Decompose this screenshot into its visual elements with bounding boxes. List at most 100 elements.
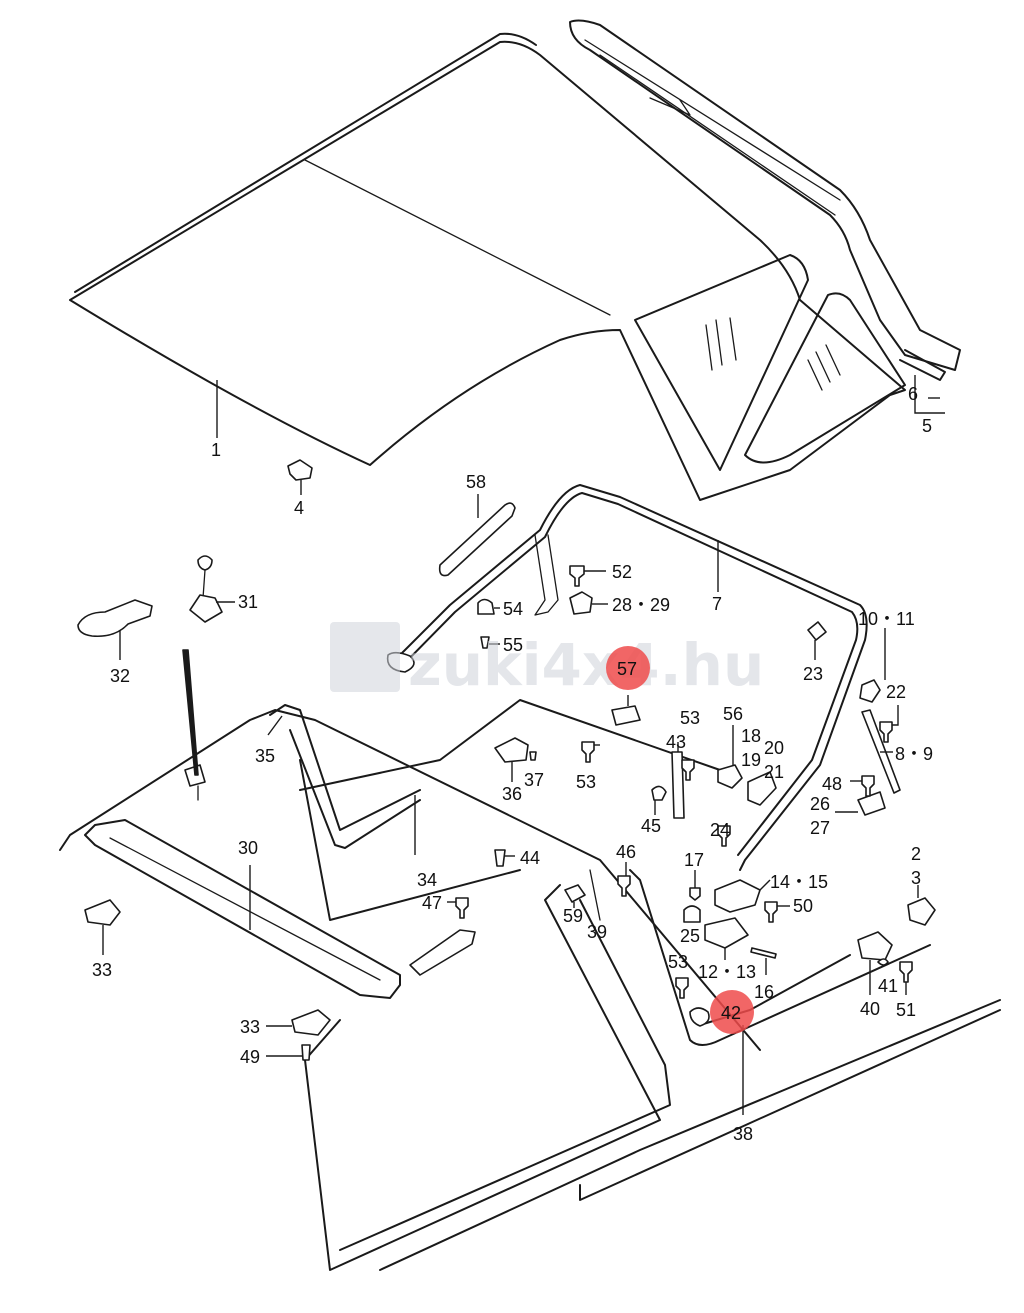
label-18: 18 [741,726,761,746]
label-39: 39 [587,922,607,942]
clip-part-4 [287,459,313,481]
label-21: 21 [764,762,784,782]
cap-part-25 [683,905,701,923]
label-52: 52 [612,562,632,582]
label-43: 43 [666,732,686,752]
label-50: 50 [793,896,813,916]
label-42: 42 [721,1003,741,1023]
screw-part-44 [494,849,506,867]
label-30: 30 [238,838,258,858]
strap-part-31 [189,555,223,623]
label-49: 49 [240,1047,260,1067]
label-26: 26 [810,794,830,814]
label-28-29: 28・29 [612,595,670,615]
screw-part-51 [899,961,913,983]
label-53c: 53 [668,952,688,972]
label-45: 45 [641,816,661,836]
bracket-part-57 [611,705,641,726]
label-53a: 53 [576,772,596,792]
label-3: 3 [911,868,921,888]
label-54: 54 [503,599,523,619]
label-33b: 33 [240,1017,260,1037]
latch-part-36 [494,737,529,763]
label-5: 5 [922,416,932,436]
screw-part-53c [675,977,689,999]
cap-part-45 [651,785,667,801]
label-53b: 53 [680,708,700,728]
label-1: 1 [211,440,221,460]
bracket-part-2-3 [907,897,936,926]
bracket-part-14-15 [714,879,761,913]
label-33a: 33 [92,960,112,980]
screw-part-53b [681,759,695,781]
screw-part-50 [764,901,778,923]
label-57: 57 [617,659,637,679]
label-16: 16 [754,982,774,1002]
cover-part-59 [564,884,586,903]
screw-part-46 [617,875,631,897]
screw-part-37 [529,751,537,761]
label-8-9: 8・9 [895,744,933,764]
clip-part-33b [291,1009,331,1036]
label-34: 34 [417,870,437,890]
label-12-13: 12・13 [698,962,756,982]
label-7: 7 [712,594,722,614]
label-19: 19 [741,750,761,770]
bracket-part-18-21 [747,771,777,806]
label-51: 51 [896,1000,916,1020]
latch-part-40 [857,931,893,961]
label-56: 56 [723,704,743,724]
label-55: 55 [503,635,523,655]
pin-part-16 [750,947,777,959]
highlight-marker-57[interactable] [606,646,650,690]
label-38: 38 [733,1124,753,1144]
label-48: 48 [822,774,842,794]
label-4: 4 [294,498,304,518]
part-labels: 1 2 3 4 5 6 7 8・9 10・11 12・13 14・15 16 1… [92,384,933,1144]
antenna-mast [182,649,199,776]
label-35: 35 [255,746,275,766]
screw-part-47 [455,897,469,919]
clip-part-33a [84,899,121,926]
label-2: 2 [911,844,921,864]
label-41: 41 [878,976,898,996]
label-58: 58 [466,472,486,492]
label-44: 44 [520,848,540,868]
clip-part-42 [689,1007,710,1027]
svg-text:zuki4x4.hu: zuki4x4.hu [408,631,764,699]
bracket-part-28-29 [569,591,593,615]
washer-part-41 [877,958,889,966]
clip-part-23 [807,621,827,641]
label-31: 31 [238,592,258,612]
screw-part-49 [301,1044,311,1061]
label-27: 27 [810,818,830,838]
label-37: 37 [524,770,544,790]
label-22: 22 [886,682,906,702]
screw-part-53a [581,741,595,763]
label-47: 47 [422,893,442,913]
label-20: 20 [764,738,784,758]
clip-part-56 [717,764,743,789]
label-59: 59 [563,906,583,926]
label-36: 36 [502,784,522,804]
bracket-part-26-27 [857,791,886,816]
label-17: 17 [684,850,704,870]
cap-part-54 [477,598,495,615]
clip-part-55 [480,636,490,649]
side-body [299,699,1001,1271]
roof-panel [69,19,961,501]
screw-part-48 [861,775,875,797]
label-46: 46 [616,842,636,862]
screw-part-52 [569,565,585,587]
grip-part-58 [438,502,516,577]
label-23: 23 [803,664,823,684]
screw-part-22 [879,721,893,743]
rear-frame-part-30 [59,704,761,1051]
label-10-11: 10・11 [858,609,915,629]
label-6: 6 [908,384,918,404]
screw-part-24 [717,825,731,847]
highlight-marker-42[interactable] [710,990,754,1034]
watermark: zuki4x4.hu [330,622,764,699]
label-40: 40 [860,999,880,1019]
